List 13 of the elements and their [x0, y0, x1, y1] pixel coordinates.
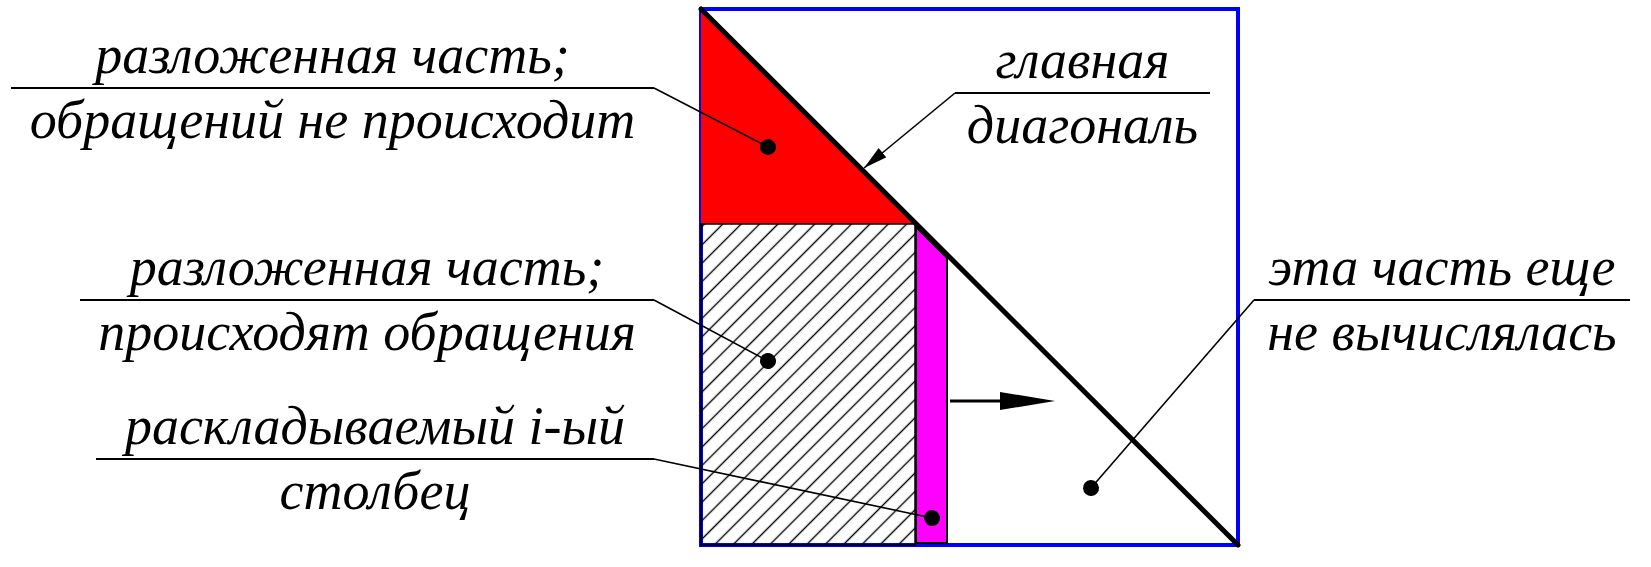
callout-label: раскладываемый i-ый столбец — [96, 394, 654, 524]
leader-line — [1083, 299, 1255, 496]
leader-line — [653, 458, 940, 526]
hatched-region — [700, 223, 916, 546]
column-strip — [915, 224, 948, 544]
leader-line — [863, 92, 956, 169]
callout-label: разложенная часть; обращений не происходит — [11, 23, 654, 153]
callout-label: главная диагональ — [955, 28, 1210, 158]
leader-line — [653, 299, 776, 369]
callout-label: разложенная часть; происходят обращения — [80, 235, 654, 365]
callout-label: эта часть еще не вычислялась — [1254, 235, 1630, 365]
leader-line — [653, 87, 776, 155]
matrix-outline — [699, 7, 1240, 547]
